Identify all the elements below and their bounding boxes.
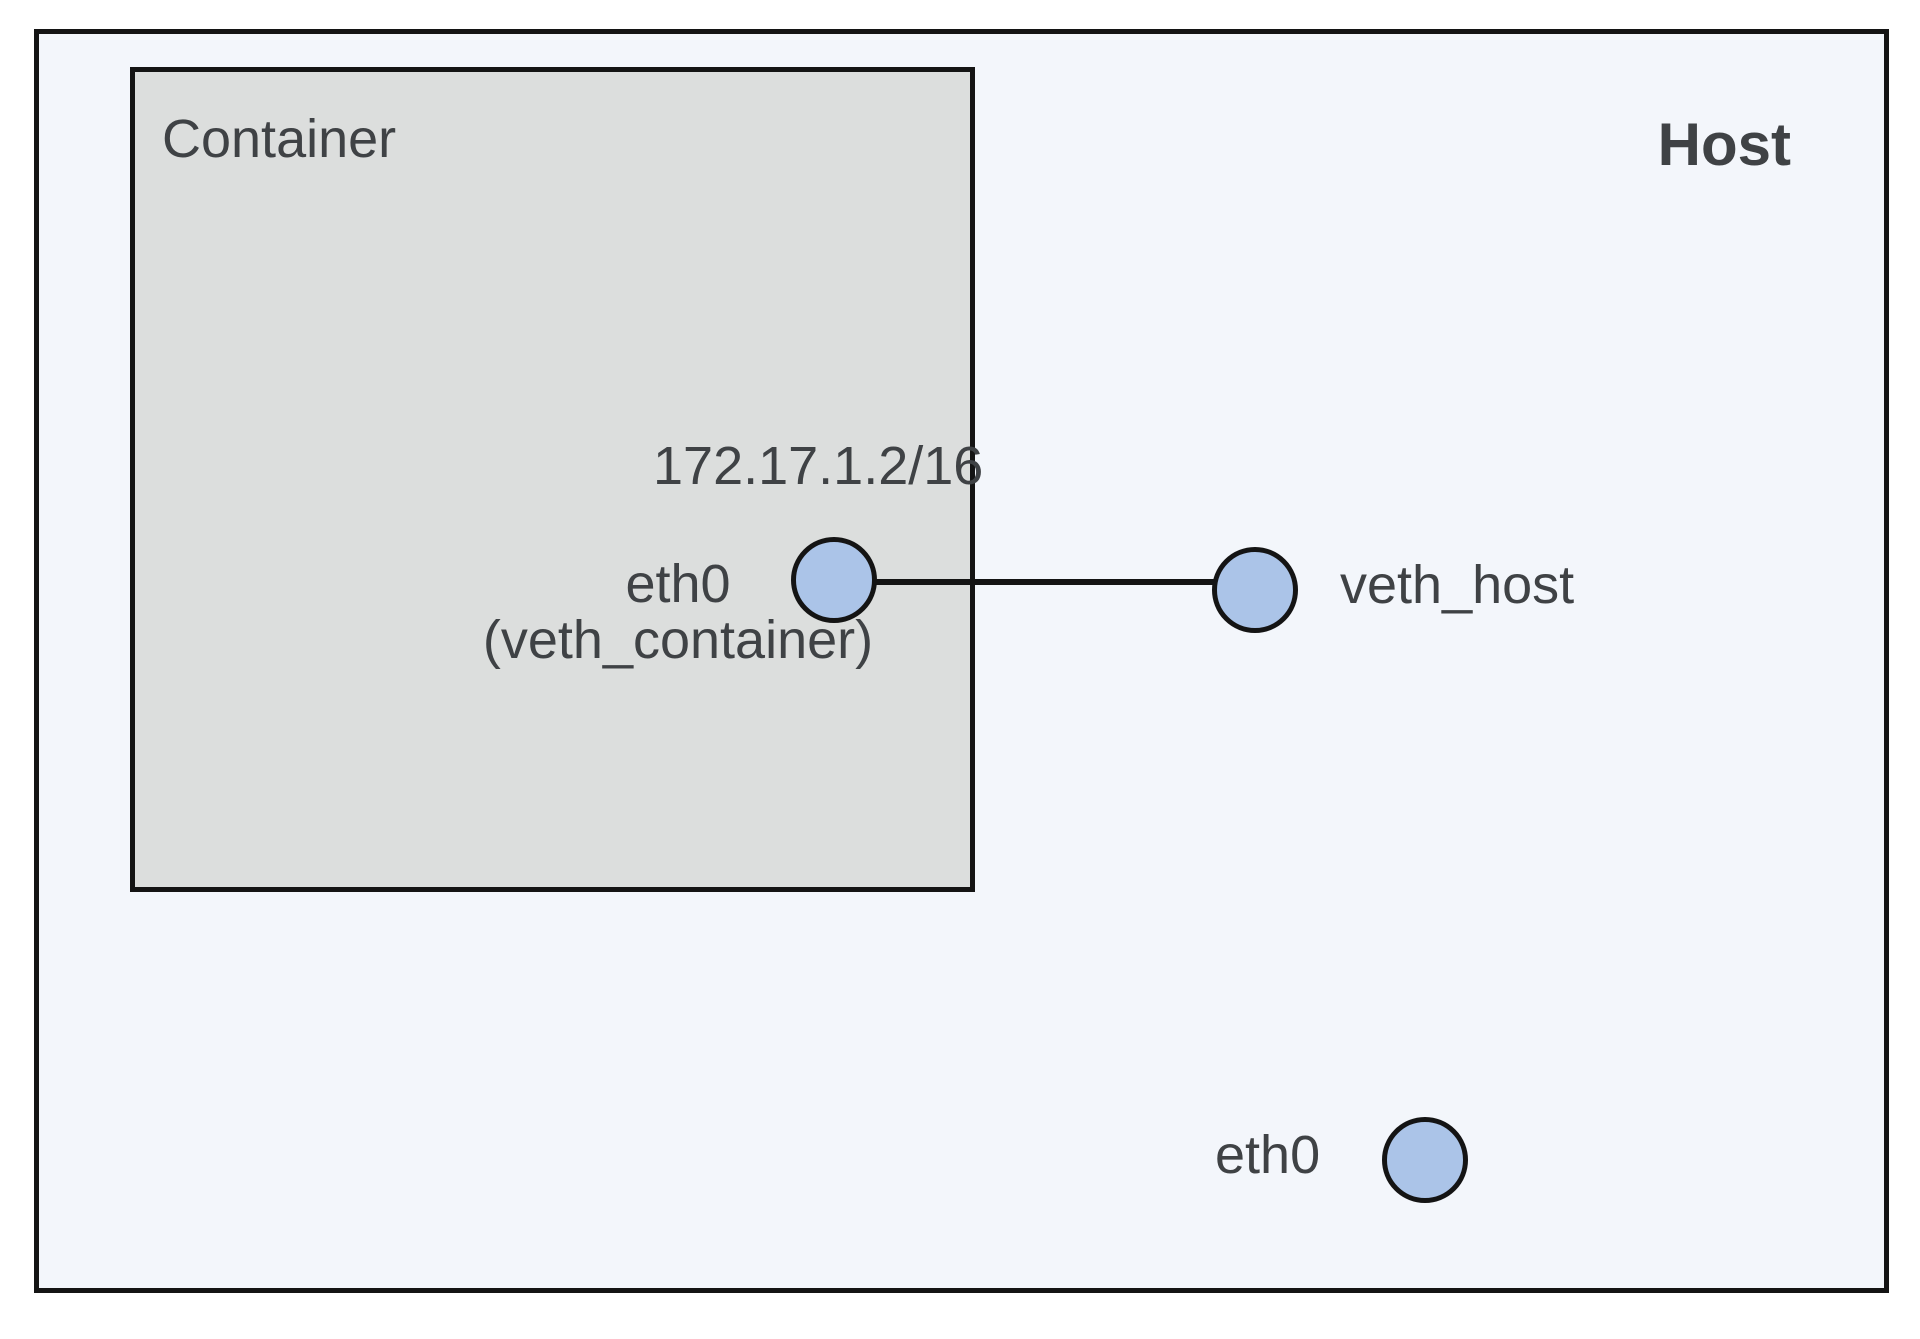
container-eth0-name: eth0 [625,554,731,614]
host-eth0-label: eth0 [1215,1125,1321,1185]
veth-host-label: veth_host [1340,555,1575,615]
host-eth0-node [1382,1117,1468,1203]
host-label: Host [1657,111,1791,178]
container-box [130,67,975,892]
container-label: Container [162,109,397,169]
ip-address-label: 172.17.1.2/16 [653,436,984,496]
veth-pair-link-line [855,579,1230,585]
container-eth0-alias: (veth_container) [482,610,874,671]
veth-host-node [1212,547,1298,633]
container-eth0-label: eth0 (veth_container) [438,556,918,668]
veth-container-node [791,537,877,623]
